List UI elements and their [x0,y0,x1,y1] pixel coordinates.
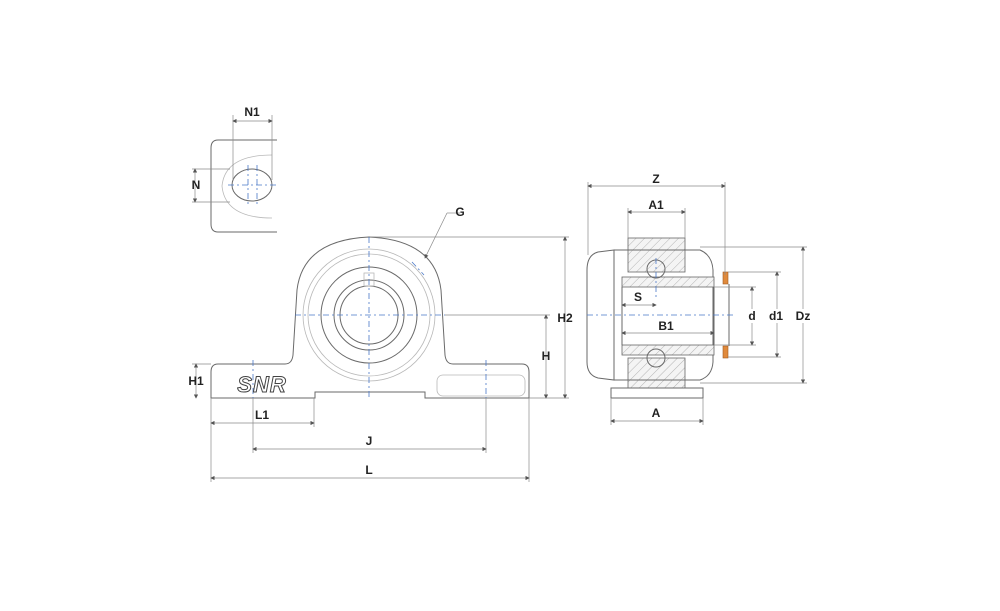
dim-label-h2: H2 [557,311,573,325]
dim-label-a1: A1 [648,198,664,212]
dim-label-z: Z [652,172,660,186]
dim-label-g: G [455,205,465,219]
dim-label-h: H [541,349,551,363]
dim-label-l: L [365,463,373,477]
dim-label-h1: H1 [188,374,204,388]
dim-label-b1: B1 [658,319,674,333]
dim-label-n1: N1 [244,105,260,119]
dim-label-dz: Dz [795,309,811,323]
dim-label-d1: d1 [768,309,784,323]
seal-bottom [722,345,729,359]
dim-label-l1: L1 [254,408,270,422]
front-view-dimensions [192,212,569,482]
front-view [210,236,530,399]
dim-label-a: A [651,406,661,420]
top-view [192,115,277,233]
seal-top [722,271,729,285]
dim-label-s: S [633,290,643,304]
dim-label-n: N [191,178,201,192]
dim-label-d: d [748,309,756,323]
dim-label-j: J [365,434,373,448]
snr-logo: SNR [237,372,287,398]
side-section-view [586,237,735,399]
side-view-dimensions [587,182,807,425]
